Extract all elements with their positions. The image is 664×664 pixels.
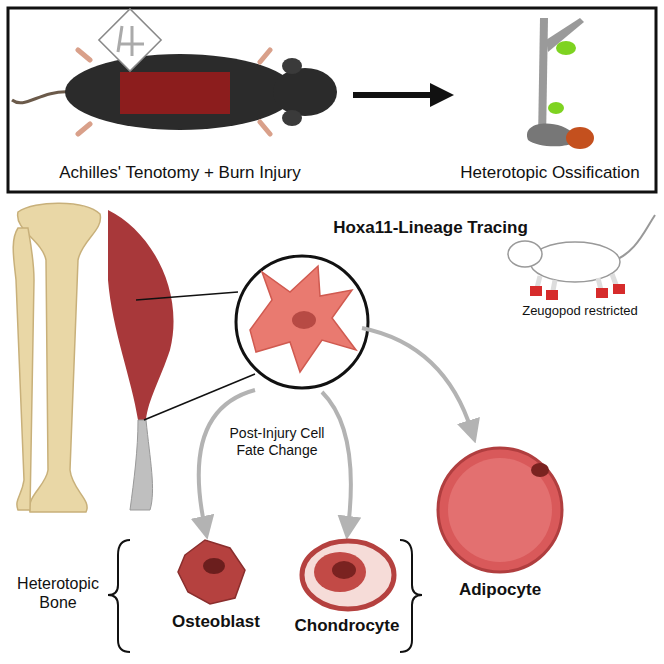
osteoblast-cell xyxy=(178,540,245,604)
leg-anatomy xyxy=(13,203,173,512)
zeugopod-mouse xyxy=(508,215,655,300)
ossification-figure xyxy=(527,18,594,149)
fate-arrow xyxy=(199,390,255,528)
process-label: Post-Injury Cell Fate Change xyxy=(222,425,332,459)
injury-panel: Achilles' Tenotomy + Burn Injury xyxy=(15,18,345,183)
panel-caption: Heterotopic Ossification xyxy=(450,163,650,183)
process-arrow xyxy=(353,92,442,98)
outcome-panel: Heterotopic Ossification xyxy=(450,14,650,183)
progenitor-cell xyxy=(250,266,356,372)
mouse-figure xyxy=(12,9,337,134)
bracket xyxy=(108,540,130,652)
magnify-circle xyxy=(236,256,368,388)
note-text: Zeugopod restricted xyxy=(505,303,655,319)
fate-arrow xyxy=(362,328,472,432)
adipocyte-cell xyxy=(438,448,562,572)
lineage-title: Hoxa11-Lineage Tracing xyxy=(318,218,543,238)
panel-frame xyxy=(8,8,656,192)
bracket xyxy=(400,540,422,652)
cell-label: Adipocyte xyxy=(440,580,560,600)
cell-label: Osteoblast xyxy=(160,612,272,632)
cell-label: Chondrocyte xyxy=(286,616,408,636)
group-label: Heterotopic Bone xyxy=(10,574,106,612)
fate-arrow xyxy=(322,392,351,528)
panel-caption: Achilles' Tenotomy + Burn Injury xyxy=(15,163,345,183)
chondrocyte-cell xyxy=(302,541,394,609)
